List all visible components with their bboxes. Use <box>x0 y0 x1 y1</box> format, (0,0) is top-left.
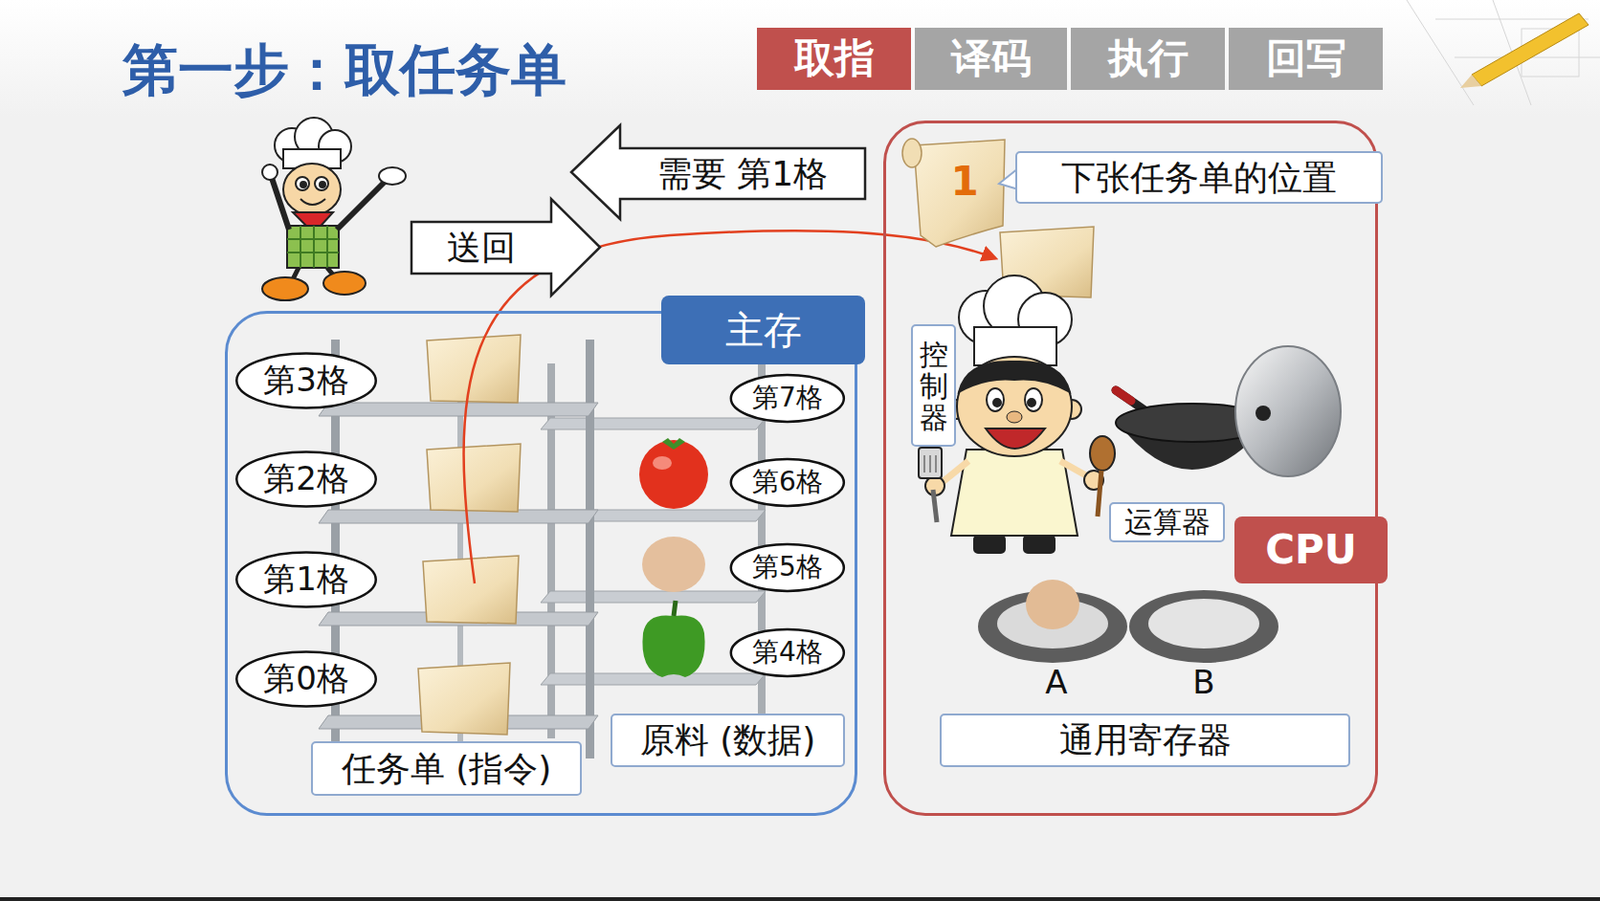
ellipse-shape <box>731 544 845 592</box>
node-label: 第2格 <box>263 460 350 498</box>
slot-ellipse: 第5格 <box>729 542 846 594</box>
step-tab: 执行 <box>1070 27 1225 90</box>
step-tab: 译码 <box>914 27 1067 90</box>
pepper <box>642 600 705 678</box>
ellipse-shape <box>731 629 845 677</box>
return-arrow: 送回 <box>411 199 600 296</box>
register-name: A <box>1044 664 1067 702</box>
cpu-region: CPU 下张任务单的位置控制器运算器通用寄存器 <box>883 120 1378 817</box>
shelving <box>318 339 766 759</box>
arrow-shape <box>571 125 866 220</box>
part-label-box: 通用寄存器 <box>939 713 1351 768</box>
step-tab-label: 回写 <box>1266 35 1347 82</box>
node-label: 第5格 <box>752 552 823 583</box>
ellipse-shape <box>731 375 845 423</box>
step-tab: 回写 <box>1228 27 1383 90</box>
region-heading: CPU <box>1265 527 1357 574</box>
step-tab-label: 取指 <box>794 35 875 82</box>
ellipse-shape <box>236 353 377 408</box>
callout-box: 下张任务单的位置 <box>1015 151 1383 204</box>
legend-box: 任务单 (指令) <box>311 741 582 797</box>
step-tab-label: 执行 <box>1108 35 1189 82</box>
top-band <box>0 0 1600 117</box>
wok <box>1115 346 1341 477</box>
slot-ellipse: 第6格 <box>729 457 846 509</box>
frame-line <box>0 897 1600 901</box>
region-heading-tab: CPU <box>1234 516 1388 584</box>
drafting-lines <box>1406 0 1600 106</box>
ellipse-shape <box>236 552 377 607</box>
node-label: 第1格 <box>263 560 350 599</box>
arrow-label: 送回 <box>446 227 516 267</box>
ellipse-shape <box>731 459 845 507</box>
register-name: B <box>1192 664 1215 702</box>
ellipse-shape <box>236 651 377 707</box>
step-tab-active: 取指 <box>756 27 912 90</box>
egg <box>642 536 706 593</box>
part-label-box: 运算器 <box>1109 502 1225 544</box>
node-label: 原料 (数据) <box>640 720 817 760</box>
step-tab-label: 译码 <box>951 35 1032 82</box>
program-counter-scroll <box>902 138 1005 247</box>
node-label: 第0格 <box>263 660 350 698</box>
region-heading: 主存 <box>725 308 802 353</box>
slot-ellipse: 第1格 <box>234 550 378 610</box>
part-label-box: 控制器 <box>911 324 956 447</box>
arrow-label: 需要 第1格 <box>657 154 828 194</box>
ellipse-shape <box>236 451 377 507</box>
register-plates <box>977 579 1279 664</box>
slot-ellipse: 第0格 <box>234 649 378 710</box>
node-label: 第3格 <box>263 361 350 400</box>
arrow-text-holder: 送回 <box>411 222 552 274</box>
slot-ellipse: 第4格 <box>729 627 846 679</box>
node-label: 下张任务单的位置 <box>1061 157 1337 198</box>
pencil <box>1460 13 1589 89</box>
slot-ellipse: 第3格 <box>234 351 378 411</box>
arrow-shape <box>411 199 600 296</box>
tomato <box>639 438 709 510</box>
node-label: 任务单 (指令) <box>341 749 553 789</box>
arrow-text-holder: 需要 第1格 <box>620 148 866 200</box>
fetch-curve <box>464 230 996 584</box>
node-label: 第6格 <box>752 466 823 498</box>
main-memory-region: 主存第3格第2格第1格第0格 第7格第6格第5格第4格任务单 (指令) 原料 (数据… <box>224 311 858 817</box>
callout-number: 1 <box>950 158 978 205</box>
node-label: 控制器 <box>919 338 949 434</box>
small-chef <box>262 117 406 301</box>
slot-ellipse: 第7格 <box>729 373 846 424</box>
legend-box: 原料 (数据) <box>610 713 845 768</box>
node-label: 第4格 <box>752 637 823 668</box>
node-label: 运算器 <box>1124 506 1211 540</box>
slide-title: 第一步：取任务单 <box>122 38 567 103</box>
node-label: 第7格 <box>752 382 823 414</box>
request-arrow: 需要 第1格 <box>571 125 866 220</box>
slot-ellipse: 第2格 <box>234 449 378 510</box>
region-heading-tab: 主存 <box>661 295 866 365</box>
node-label: 通用寄存器 <box>1059 720 1232 760</box>
